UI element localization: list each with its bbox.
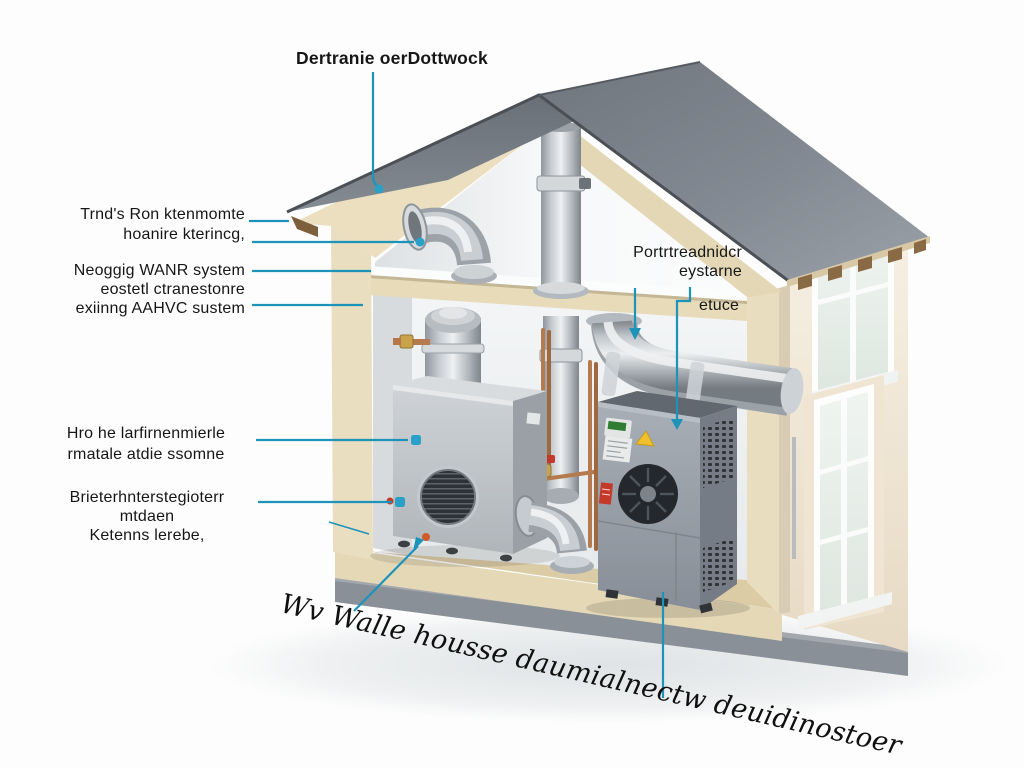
horizontal-duct xyxy=(586,313,804,416)
label-left-2-line3: exiinng AAHVC sustem xyxy=(75,300,245,317)
fan-grille xyxy=(417,466,479,528)
label-left-3-line1: Hro he larfirnenmierle xyxy=(66,425,226,442)
exterior-right-wall xyxy=(779,228,908,652)
leader-lines xyxy=(249,72,692,698)
side-vents-lower xyxy=(703,538,733,592)
attic-duct xyxy=(533,122,591,299)
copper-pipes xyxy=(541,328,598,551)
leader-markers xyxy=(374,184,683,551)
air-handler-unit xyxy=(586,391,750,618)
window-tall xyxy=(798,375,892,630)
label-right: Portrtreadnidcr eystarne xyxy=(560,243,742,281)
label-top: Dertranie oerDottwock xyxy=(296,48,488,68)
label-left-2: Neoggig WANR system eostetl ctranestonre… xyxy=(30,261,245,318)
warning-triangle-sticker xyxy=(635,430,655,447)
label-left-4: Brieterhnterstegioterr mtdaen Ketenns le… xyxy=(52,488,242,545)
side-vents-upper xyxy=(703,418,734,488)
label-right-sub: etuce xyxy=(699,297,740,314)
label-left-3-line2: rmatale atdie ssomne xyxy=(67,446,225,463)
label-left-3: Hro he larfirnenmierle rmatale atdie sso… xyxy=(42,423,250,465)
label-left-1-line1: Trnd's Ron ktenmomte xyxy=(80,206,245,223)
air-handler-fan xyxy=(618,464,678,524)
label-left-4-line1: Brieterhnterstegioterr xyxy=(69,489,225,506)
label-left-1-line2: hoanire kterincg, xyxy=(123,226,245,243)
marker-orange xyxy=(422,533,430,541)
label-left-1: Trnd's Ron ktenmomte hoanire kterincg, xyxy=(40,205,245,245)
label-right-line1: Portrtreadnidcr xyxy=(633,244,742,261)
label-left-2-line1: Neoggig WANR system xyxy=(73,262,245,279)
red-warning-sticker xyxy=(598,482,614,505)
downspout xyxy=(792,437,796,559)
label-left-4-line2: mtdaen xyxy=(119,508,175,525)
left-rafter-tail xyxy=(291,216,318,237)
attic-elbow-duct xyxy=(402,203,497,284)
label-left-2-line2: eostetl ctranestonre xyxy=(100,281,245,298)
roof-right-plane xyxy=(539,62,930,282)
label-left-4-line3: Ketenns lerebe, xyxy=(89,527,205,544)
label-right-line2: eystarne xyxy=(679,263,742,280)
roof xyxy=(286,61,930,290)
eave-rafters xyxy=(787,236,930,290)
left-wall-cut xyxy=(331,224,373,560)
right-wall-cut-band xyxy=(747,288,779,614)
floor-slab-edge xyxy=(335,548,782,641)
bottom-elbow-duct xyxy=(514,495,594,574)
control-display-sticker xyxy=(602,417,633,463)
